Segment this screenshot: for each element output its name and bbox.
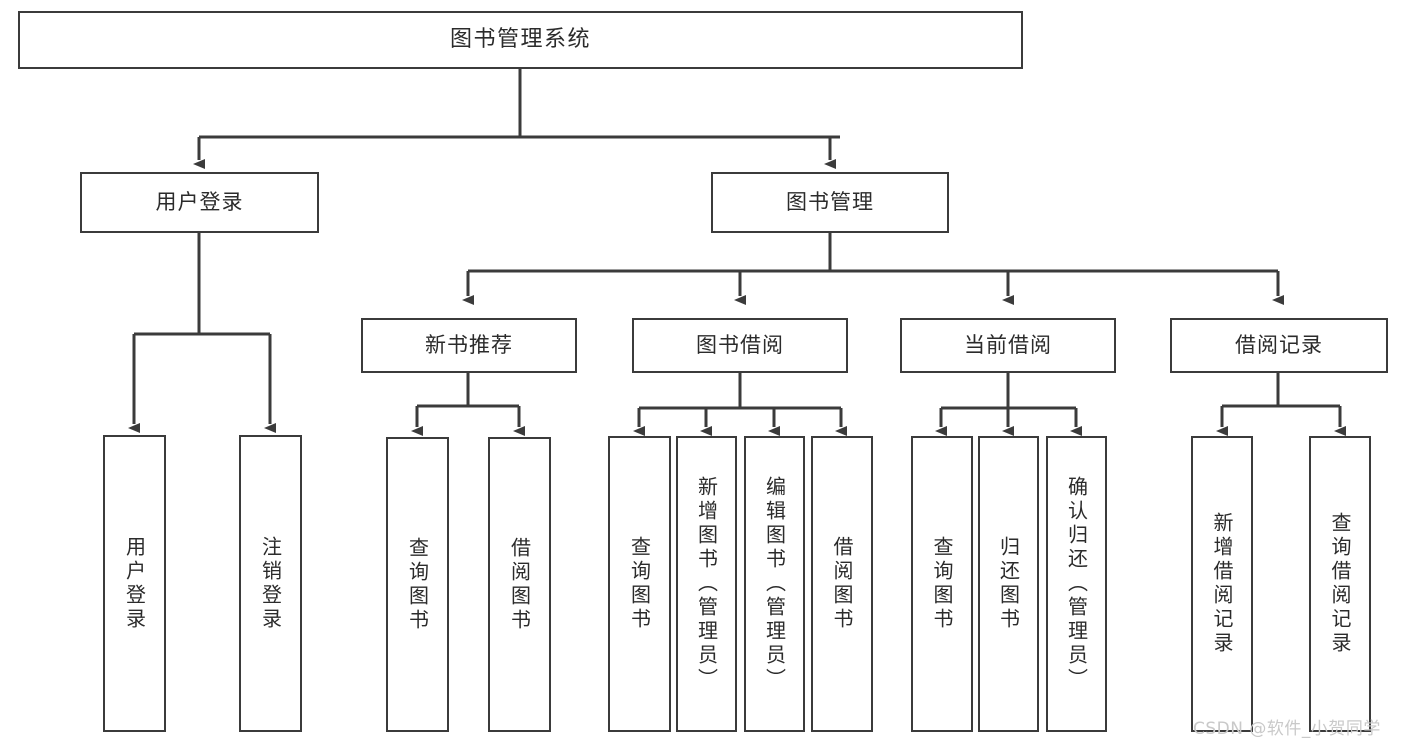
node-label: 新书推荐 <box>425 333 513 358</box>
node-label: 查询图书 <box>405 536 430 633</box>
leaf-borrow-book-2[interactable]: 借阅图书 <box>811 436 873 732</box>
leaf-user-login[interactable]: 用户登录 <box>103 435 166 732</box>
leaf-borrow-book-1[interactable]: 借阅图书 <box>488 437 551 732</box>
node-label: 借阅图书 <box>507 536 532 633</box>
node-label: 用户登录 <box>155 190 244 215</box>
node-label: 注销登录 <box>258 535 283 632</box>
leaf-query-book-2[interactable]: 查询图书 <box>608 436 671 732</box>
leaf-add-record[interactable]: 新增借阅记录 <box>1191 436 1253 732</box>
node-new-book-recommend[interactable]: 新书推荐 <box>361 318 577 373</box>
node-label: 图书管理 <box>786 190 874 215</box>
leaf-edit-book[interactable]: 编辑图书（管理员） <box>744 436 805 732</box>
node-label: 借阅图书 <box>830 536 854 632</box>
node-label: 编辑图书（管理员） <box>762 476 787 692</box>
leaf-query-book-1[interactable]: 查询图书 <box>386 437 449 732</box>
node-label: 借阅记录 <box>1235 333 1323 358</box>
leaf-return-book[interactable]: 归还图书 <box>978 436 1039 732</box>
node-borrow-record[interactable]: 借阅记录 <box>1170 318 1388 373</box>
node-label: 查询图书 <box>930 536 954 632</box>
leaf-query-book-3[interactable]: 查询图书 <box>911 436 973 732</box>
node-label: 归还图书 <box>996 536 1021 632</box>
node-root-system[interactable]: 图书管理系统 <box>18 11 1023 69</box>
csdn-watermark: CSDN @软件_小贺同学 <box>1193 719 1381 739</box>
leaf-add-book[interactable]: 新增图书（管理员） <box>676 436 737 732</box>
node-label: 新增借阅记录 <box>1210 512 1234 656</box>
node-label: 查询图书 <box>627 536 652 632</box>
node-book-borrow[interactable]: 图书借阅 <box>632 318 848 373</box>
leaf-query-record[interactable]: 查询借阅记录 <box>1309 436 1371 732</box>
leaf-confirm-return[interactable]: 确认归还（管理员） <box>1046 436 1107 732</box>
node-label: 新增图书（管理员） <box>694 476 719 692</box>
node-label: 查询借阅记录 <box>1328 512 1352 656</box>
node-label: 图书管理系统 <box>449 27 591 53</box>
node-book-manage[interactable]: 图书管理 <box>711 172 949 233</box>
node-label: 当前借阅 <box>964 333 1052 358</box>
node-label: 用户登录 <box>122 535 147 632</box>
node-current-borrow[interactable]: 当前借阅 <box>900 318 1116 373</box>
leaf-logout-login[interactable]: 注销登录 <box>239 435 302 732</box>
node-label: 确认归还（管理员） <box>1064 476 1089 692</box>
node-user-login[interactable]: 用户登录 <box>80 172 319 233</box>
node-label: 图书借阅 <box>696 333 784 358</box>
